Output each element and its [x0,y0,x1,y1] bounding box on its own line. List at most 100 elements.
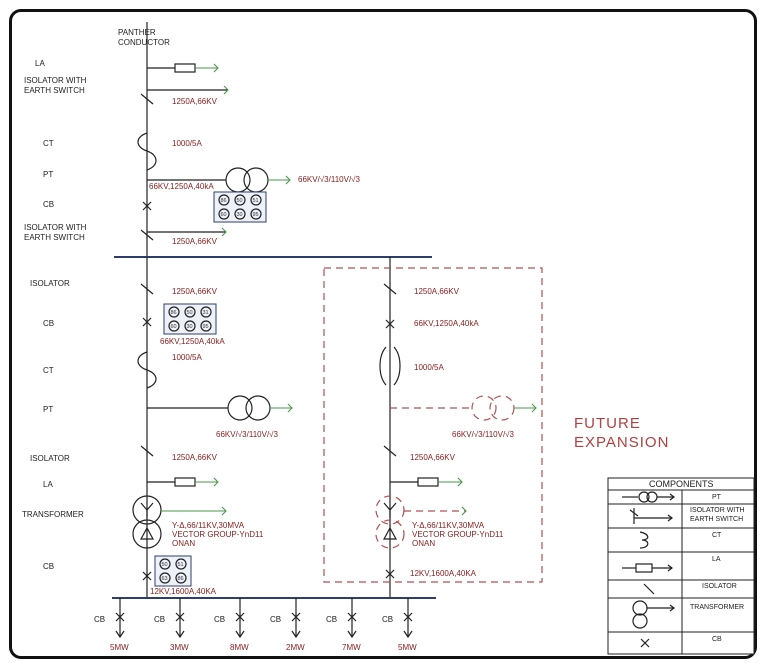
feeder-4: CB 2MW [270,598,305,652]
isolator-1-symbol [140,283,154,295]
label-isolator-2: ISOLATOR [30,454,70,463]
future-la [390,477,463,487]
legend-title: COMPONENTS [649,479,714,489]
legend-la-icon [622,563,673,573]
legend-ct-label: CT [712,532,722,539]
f-cb2: 12KV,1600A,40KA [410,569,477,578]
cb1-rating: 66KV,1250A,40kA [149,182,214,191]
label-transformer: TRANSFORMER [22,510,84,519]
label-iso-earth-1a: ISOLATOR WITH [24,76,87,85]
incoming-section: 1250A,66KV 1000/5A 66KV/√3/110V/√3 66KV,… [137,22,361,256]
feeder-6: CB 5MW [382,598,417,652]
ct-top-symbol [137,132,157,171]
relay-b-2: 50 [187,310,193,316]
relay-c-2: 51 [178,562,184,568]
cb2-rating: 66KV,1250A,40kA [160,337,225,346]
feeder-load-label: 8MW [230,643,249,652]
label-isolator-1: ISOLATOR [30,279,70,288]
legend-cb-icon [640,638,650,648]
ct-mid-symbol [137,351,157,389]
feeder-cb-label: CB [154,615,165,624]
feeder-load-label: 5MW [398,643,417,652]
relay-c-1: 50 [162,562,168,568]
isolator-2-symbol [140,445,154,457]
future-ct [379,346,401,386]
ct2-ratio: 1000/5A [172,353,202,362]
feeder-cb-label: CB [270,615,281,624]
relay-b-6: 95 [203,324,209,330]
relay-a-6: 95 [253,212,259,218]
left-labels: PANTHER CONDUCTOR LA ISOLATOR WITH EARTH… [22,28,170,571]
relay-a-3: 51 [253,198,259,204]
legend-isolator-icon [643,583,655,595]
label-pt-top: PT [43,170,53,179]
isolator-earth-switch-2-symbol [140,227,227,241]
relay-a-2: 50 [237,198,243,204]
la-top-symbol [147,63,219,73]
legend-iso-earth-label-2: EARTH SWITCH [690,516,743,523]
label-cb-top: CB [43,200,54,209]
feeder-arrow-icon [235,630,245,639]
feeder-arrow-icon [291,630,301,639]
iso4-rating: 1250A,66KV [172,453,218,462]
label-cb-low: CB [43,562,54,571]
feeder-load-label: 5MW [110,643,129,652]
label-ct-mid: CT [43,366,54,375]
transformer-symbol [132,495,227,549]
f-iso2: 1250A,66KV [410,453,456,462]
relay-b-3: 31 [203,310,209,316]
future-label-2: EXPANSION [574,434,669,451]
legend-isolator-earth-icon [629,508,673,524]
feeder-cb-label: CB [94,615,105,624]
future-transformer [375,495,467,549]
feeder-arrow-icon [175,630,185,639]
tr-line2: VECTOR GROUP-YnD11 [172,530,264,539]
future-pt [390,395,537,421]
label-iso-earth-1b: EARTH SWITCH [24,86,85,95]
legend-cb-label: CB [712,636,722,643]
cb-mid-symbol [142,317,152,327]
relay-c-4: 86 [178,576,184,582]
future-expansion-box [323,267,543,583]
legend-la-label: LA [712,556,721,563]
legend-pt-icon [622,491,675,503]
future-bay: 1250A,66KV 66KV,1250A,40kA 1000/5A 66KV/… [323,257,543,598]
legend-ct-icon [639,531,649,549]
label-la-top: LA [35,59,45,68]
label-pt-mid: PT [43,405,53,414]
relay-panel-b: 86 50 31 60 30 95 [163,303,217,335]
feeder-cb-label: CB [326,615,337,624]
relay-b-4: 60 [171,324,177,330]
feeder-arrow-icon [403,630,413,639]
pt1-ratio: 66KV/√3/110V/√3 [298,175,361,184]
label-iso-earth-2b: EARTH SWITCH [24,233,85,242]
legend-transformer-icon [632,600,675,629]
legend-pt-label: PT [712,494,722,501]
relay-a-4: 60 [221,212,227,218]
future-isolator-1 [383,283,397,295]
label-panther-2: CONDUCTOR [118,38,170,47]
legend-iso-earth-label-1: ISOLATOR WITH [690,507,745,514]
iso1-rating: 1250A,66KV [172,97,218,106]
f-tr-line1: Y-Δ,66/11KV,30MVA [412,521,485,530]
isolator-earth-switch-1-symbol [140,85,229,105]
ct1-ratio: 1000/5A [172,139,202,148]
iso3-rating: 1250A,66KV [172,287,218,296]
main-bay: 1250A,66KV 86 50 31 60 30 95 66KV,1250A,… [132,257,293,598]
feeder-load-label: 2MW [286,643,305,652]
components-legend: COMPONENTS PT ISOLATOR WITH EARTH SWITCH… [607,477,755,655]
label-iso-earth-2a: ISOLATOR WITH [24,223,87,232]
future-cb-1 [385,319,395,329]
relay-b-1: 86 [171,310,177,316]
tr-line3: ONAN [172,539,195,548]
label-cb-mid: CB [43,319,54,328]
f-cb: 66KV,1250A,40kA [414,319,479,328]
future-label-1: FUTURE [574,415,641,432]
feeder-cb-label: CB [382,615,393,624]
tr-line1: Y-Δ,66/11KV,30MVA [172,521,245,530]
